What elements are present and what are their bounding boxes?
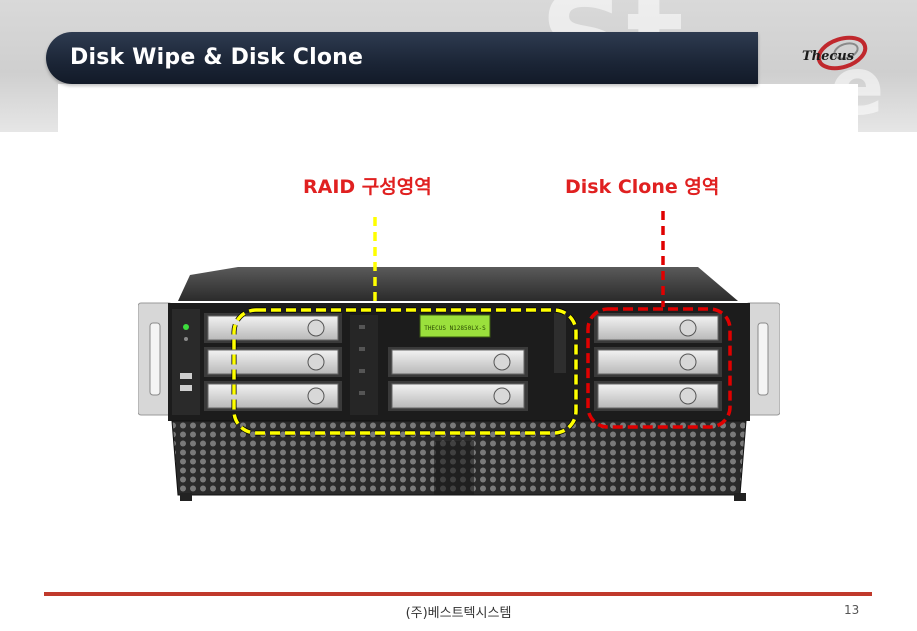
logo-swoosh-icon (816, 35, 868, 71)
clone-highlight-box (586, 307, 732, 429)
power-led (183, 324, 189, 330)
chassis-top (178, 267, 738, 301)
thecus-logo: Thecus (790, 33, 870, 75)
lcd-text: THECUS N12850LX-S (424, 325, 486, 332)
raid-highlight-box (232, 308, 578, 435)
logo-text: Thecus (802, 49, 855, 64)
nas-device-image: THECUS N12850LX-S (138, 211, 780, 501)
content-panel (58, 84, 858, 144)
footer-divider (44, 592, 872, 596)
usb-port (180, 373, 192, 379)
disk-clone-area-label: Disk Clone 영역 (565, 176, 720, 198)
raid-area-label: RAID 구성영역 (303, 176, 432, 198)
page-title: Disk Wipe & Disk Clone (70, 45, 364, 70)
page-number: 13 (844, 603, 860, 617)
raid-tray-group-middle (388, 347, 528, 411)
company-name: (주)베스트텍시스템 (405, 606, 512, 621)
usb-port (180, 385, 192, 391)
lcd-display (419, 314, 491, 338)
raid-tray-group-left (204, 313, 342, 411)
clone-tray-group (594, 313, 722, 411)
title-bar: Disk Wipe & Disk Clone (46, 32, 758, 84)
